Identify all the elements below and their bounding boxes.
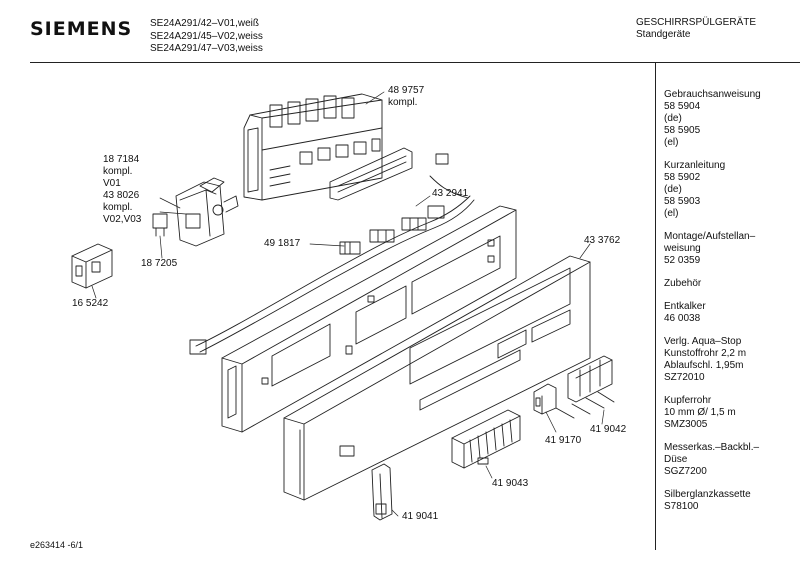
- model-line: SE24A291/45–V02,weiss: [150, 30, 263, 42]
- sidebar-divider: [655, 62, 656, 550]
- sidebar-line: Silberglanzkassette: [664, 489, 751, 500]
- sidebar-group-nozzle: Messerkas.–Backbl.– Düse SGZ7200: [664, 442, 794, 478]
- handle-419043: [451, 409, 521, 469]
- sidebar-line: Entkalker: [664, 301, 706, 312]
- sidebar-group-descaler: Entkalker 46 0038: [664, 301, 794, 325]
- sidebar-line: (de): [664, 113, 682, 124]
- callout-419170: 41 9170: [545, 435, 582, 446]
- callout-491817: 49 1817: [264, 238, 301, 249]
- electronic-module-489757: [243, 93, 383, 201]
- sidebar-line: 58 5902: [664, 172, 701, 183]
- callout-line: kompl.: [103, 166, 133, 177]
- sidebar-line: (el): [664, 208, 679, 219]
- callout-419041: 41 9041: [402, 511, 439, 522]
- model-line: SE24A291/42–V01,weiß: [150, 18, 259, 29]
- sidebar-line: Ablaufschl. 1,95m: [664, 360, 744, 371]
- callout-line: 18 7184: [103, 154, 140, 165]
- sidebar: Gebrauchsanweisung 58 5904 (de) 58 5905 …: [664, 89, 794, 524]
- header-divider: [30, 62, 800, 63]
- cover-strip: [329, 147, 413, 201]
- sidebar-group-short-guide: Kurzanleitung 58 5902 (de) 58 5903 (el): [664, 160, 794, 220]
- sidebar-group-accessories: Zubehör: [664, 278, 794, 290]
- sidebar-line: Verlg. Aqua–Stop: [664, 336, 742, 347]
- sidebar-line: Kunstoffrohr 2,2 m: [664, 348, 747, 359]
- sidebar-line: SGZ7200: [664, 466, 707, 477]
- callout-419043: 41 9043: [492, 478, 529, 489]
- sidebar-group-copper-pipe: Kupferrohr 10 mm Ø/ 1,5 m SMZ3005: [664, 395, 794, 431]
- callout-187205: 18 7205: [141, 258, 178, 269]
- connector-187205: [152, 213, 168, 237]
- sidebar-line: (el): [664, 137, 679, 148]
- buttons-419042: [555, 355, 615, 419]
- sidebar-line: weisung: [664, 243, 701, 254]
- sidebar-group-manual: Gebrauchsanweisung 58 5904 (de) 58 5905 …: [664, 89, 794, 149]
- sidebar-line: 58 5905: [664, 125, 701, 136]
- sidebar-group-installation: Montage/Aufstellan– weisung 52 0359: [664, 231, 794, 267]
- category-subtitle: Standgeräte: [636, 29, 691, 40]
- sidebar-line: Montage/Aufstellan–: [664, 231, 756, 242]
- sidebar-line: (de): [664, 184, 682, 195]
- sidebar-line: Kupferrohr: [664, 395, 712, 406]
- callout-line: V01: [103, 178, 121, 189]
- brand-logo: SIEMENS: [30, 18, 133, 40]
- category-block: GESCHIRRSPÜLGERÄTE Standgeräte: [636, 17, 756, 41]
- callout-433762: 43 3762: [584, 235, 621, 246]
- sidebar-line: Gebrauchsanweisung: [664, 89, 761, 100]
- sidebar-line: Düse: [664, 454, 688, 465]
- callout-489757: 48 9757 kompl.: [388, 85, 424, 109]
- sidebar-line: SMZ3005: [664, 419, 708, 430]
- callout-line: 48 9757: [388, 85, 425, 96]
- callout-line: kompl.: [388, 97, 418, 108]
- sidebar-group-aquastop: Verlg. Aqua–Stop Kunstoffrohr 2,2 m Abla…: [664, 336, 794, 384]
- control-panel-frame-432941: [221, 205, 517, 433]
- callout-line: kompl.: [103, 202, 133, 213]
- sidebar-line: S78100: [664, 501, 699, 512]
- leader-lines: [91, 91, 605, 517]
- sidebar-line: Messerkas.–Backbl.–: [664, 442, 760, 453]
- cable-harness-491817: [189, 153, 475, 355]
- model-line: SE24A291/47–V03,weiss: [150, 43, 263, 54]
- callout-165242: 16 5242: [72, 298, 109, 309]
- callout-line: V02,V03: [103, 214, 142, 225]
- sidebar-line: 10 mm Ø/ 1,5 m: [664, 407, 736, 418]
- valve-assembly-187184: [175, 177, 239, 247]
- category-title: GESCHIRRSPÜLGERÄTE: [636, 17, 757, 28]
- callout-187184: 18 7184 kompl. V01 43 8026 kompl. V02,V0…: [103, 154, 141, 226]
- sidebar-line: Kurzanleitung: [664, 160, 726, 171]
- sidebar-line: 58 5904: [664, 101, 701, 112]
- sidebar-line: SZ72010: [664, 372, 705, 383]
- switch-165242: [71, 243, 113, 289]
- callout-line: 43 8026: [103, 190, 140, 201]
- callout-432941: 43 2941: [432, 188, 469, 199]
- button-419170: [533, 383, 557, 415]
- latch-419041: [371, 463, 393, 521]
- model-list: SE24A291/42–V01,weiß SE24A291/45–V02,wei…: [150, 18, 263, 56]
- sidebar-group-silver-cassette: Silberglanzkassette S78100: [664, 489, 794, 513]
- callout-419042: 41 9042: [590, 424, 627, 435]
- sidebar-line: 58 5903: [664, 196, 701, 207]
- sidebar-line: Zubehör: [664, 278, 702, 289]
- sidebar-line: 46 0038: [664, 313, 701, 324]
- sidebar-line: 52 0359: [664, 255, 701, 266]
- front-panel-433762: [283, 255, 591, 501]
- document-code: e263414 -6/1: [30, 540, 84, 550]
